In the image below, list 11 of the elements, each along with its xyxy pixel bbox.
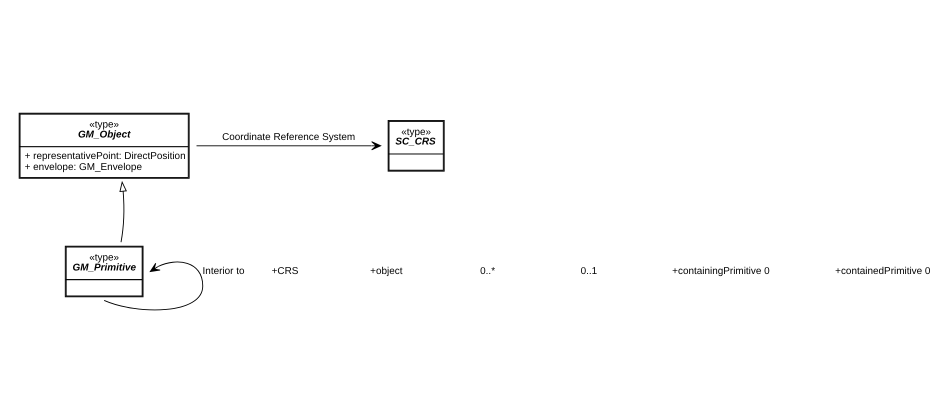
arrow bbox=[104, 262, 204, 310]
label: +containingPrimitive 0 bbox=[672, 266, 770, 278]
edge-label: Coordinate Reference System bbox=[222, 132, 356, 144]
label: 0..1 bbox=[580, 266, 598, 278]
label: +CRS bbox=[272, 266, 298, 278]
arrow bbox=[196, 141, 382, 150]
label: +object bbox=[370, 266, 402, 278]
arrow bbox=[119, 180, 127, 243]
edge-label: Interior to bbox=[202, 266, 245, 278]
label: +containedPrimitive 0 bbox=[835, 266, 930, 278]
label: 0..* bbox=[480, 266, 496, 278]
